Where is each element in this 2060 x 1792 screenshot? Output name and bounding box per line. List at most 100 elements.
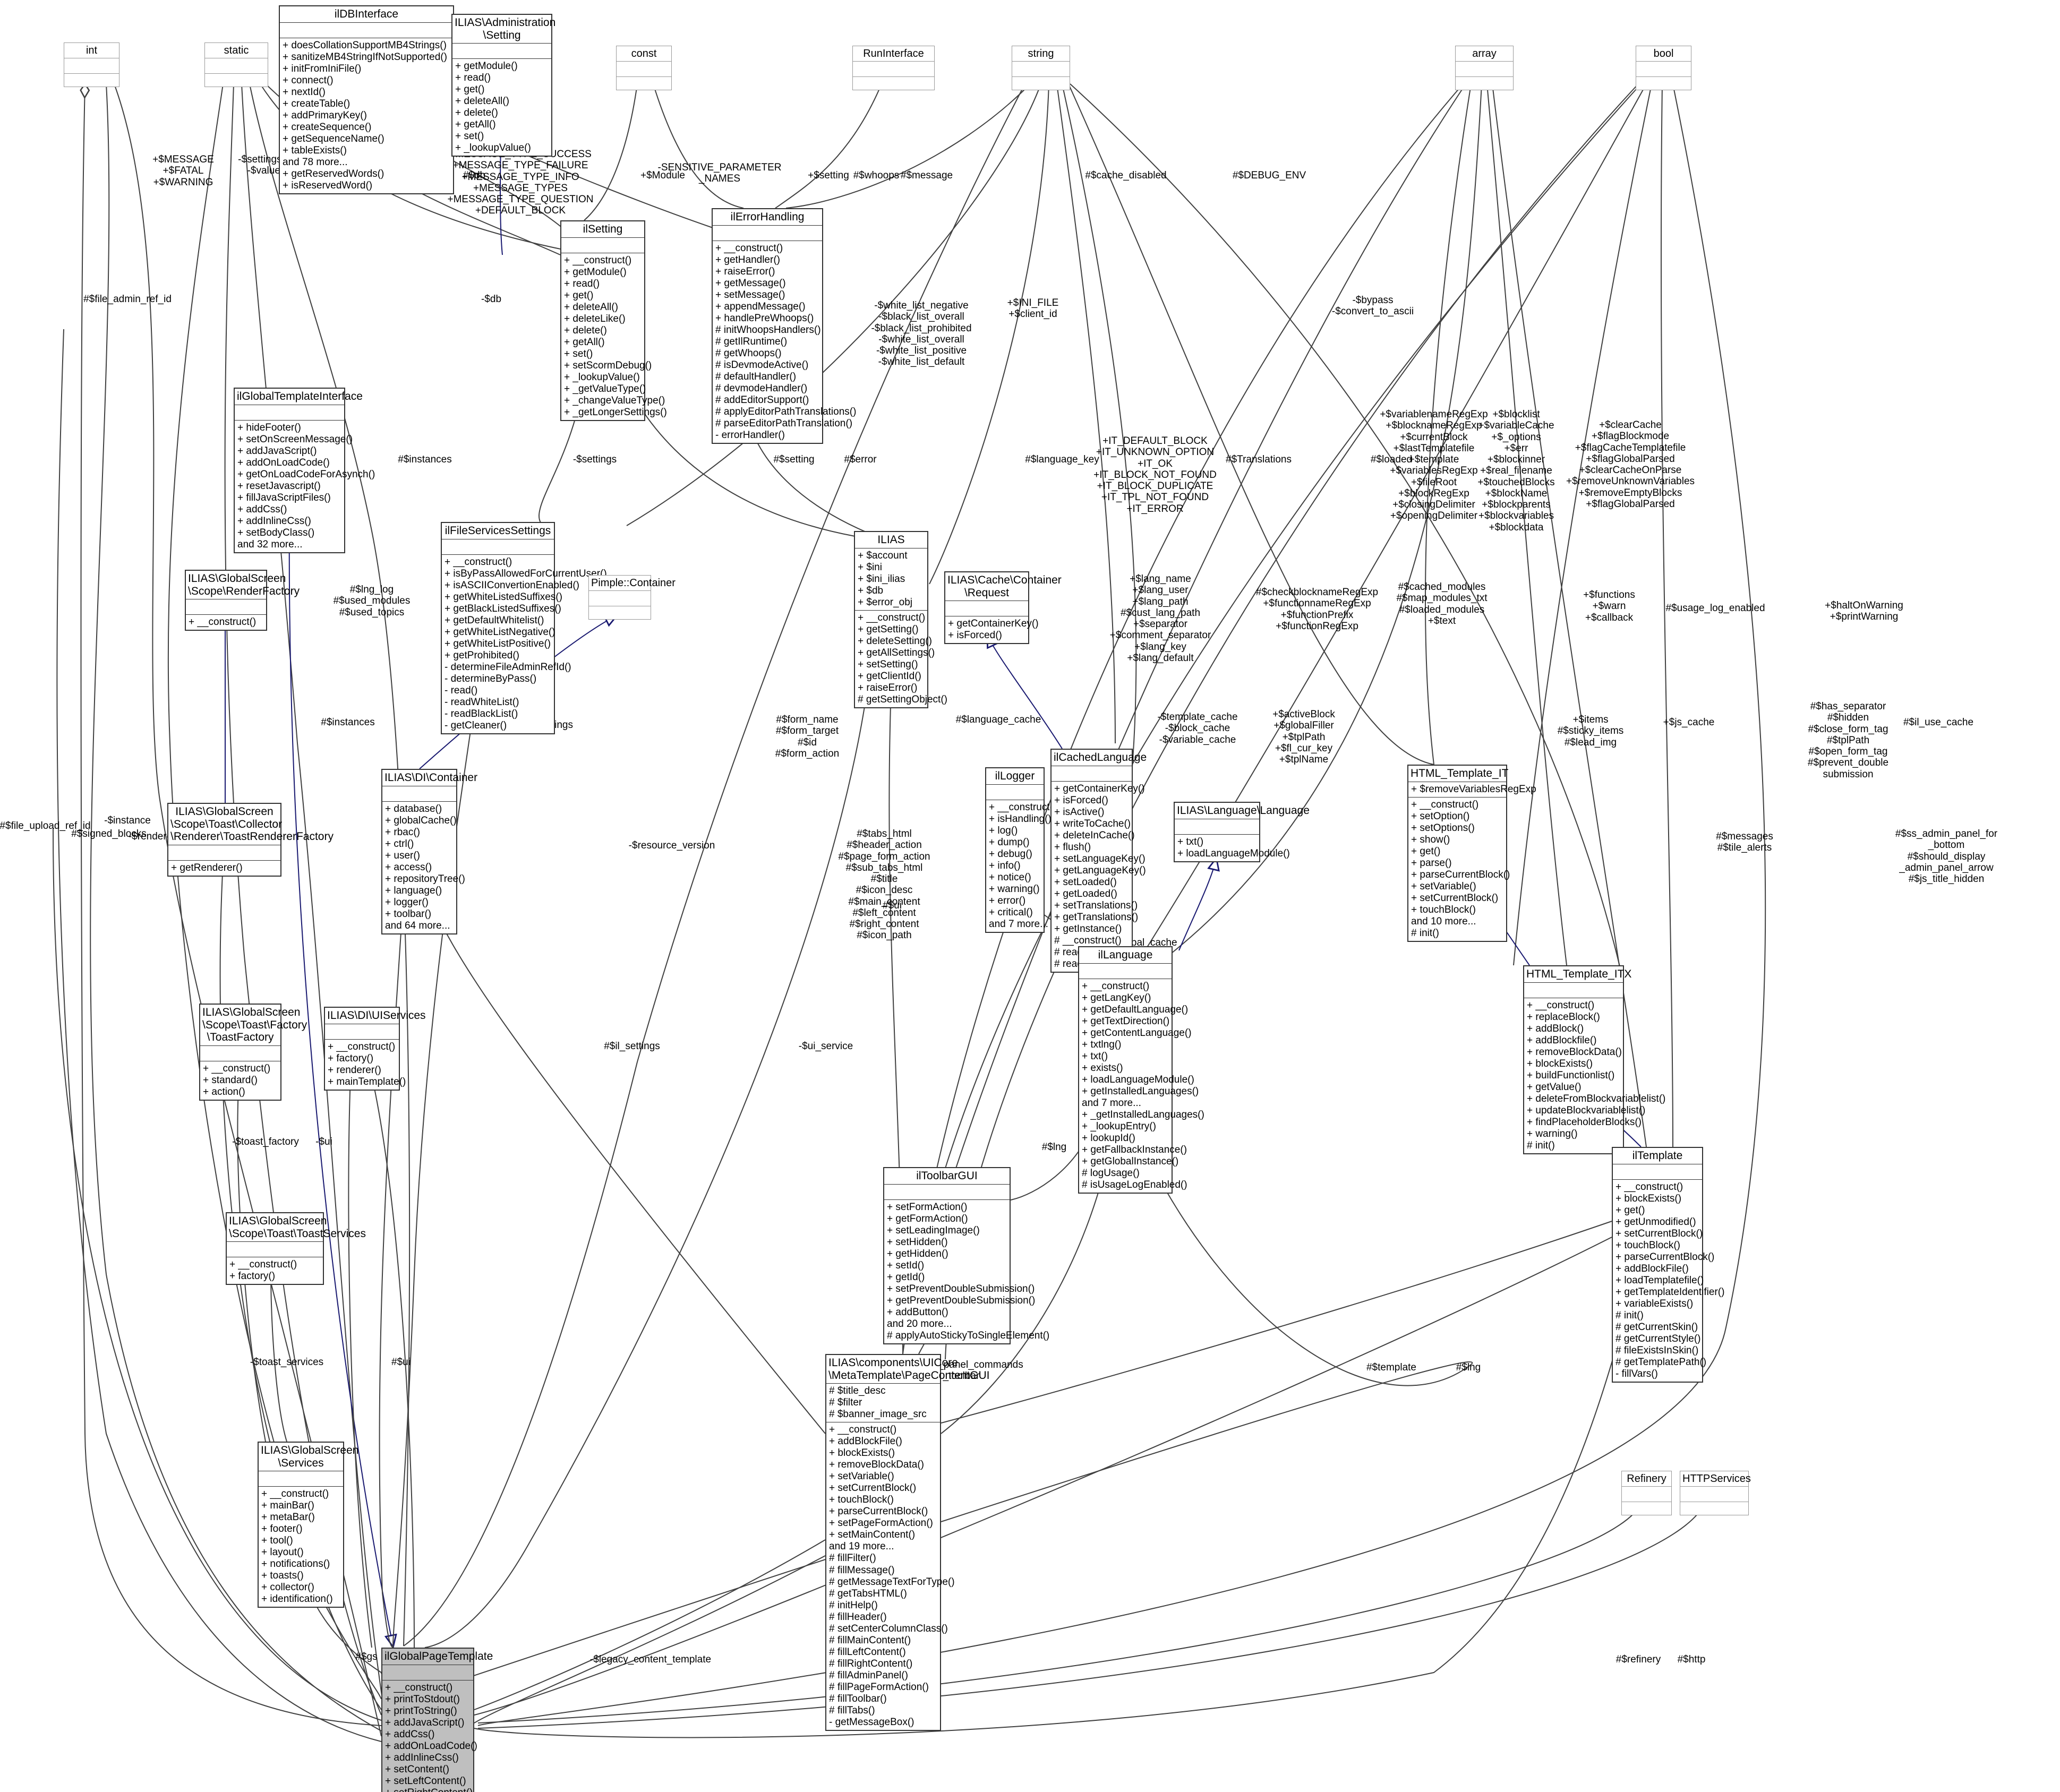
class-operation: + setLanguageKey() (1054, 853, 1146, 864)
class-node-ilCachedLanguage[interactable]: ilCachedLanguage+ getContainerKey()+ isF… (1050, 749, 1147, 973)
class-operation: + initFromIniFile() (283, 63, 362, 74)
class-node-HTML_Template_IT[interactable]: HTML_Template_IT+ $removeVariablesRegExp… (1407, 765, 1536, 942)
class-node-int[interactable]: int (64, 42, 119, 88)
class-operation: + updateBlockvariablelist() (1527, 1104, 1646, 1116)
class-operation: + factory() (328, 1052, 374, 1064)
class-operation: + parseCurrentBlock() (1411, 869, 1510, 880)
class-operation: + getLanguageKey() (1054, 864, 1146, 876)
class-operation: + setLeadingImage() (887, 1224, 980, 1236)
class-node-ILIAS_components_UICore_MetaTemplate_PageContentGUI[interactable]: ILIAS\components\UICore \MetaTemplate\Pa… (825, 1354, 990, 1731)
class-operation: + setOptions() (1411, 822, 1475, 834)
class-operation: # getMessageTextForType() (829, 1576, 955, 1588)
edge-label: #$file_upload_ref_id (0, 820, 91, 831)
class-node-ilGlobalPageTemplate[interactable]: ilGlobalPageTemplate+ __construct()+ pri… (381, 1648, 493, 1792)
class-operations: + __construct()+ blockExists()+ get()+ g… (1613, 1180, 1724, 1382)
class-node-ILIAS_Cache_Container_Request[interactable]: ILIAS\Cache\Container \Request + getConta… (944, 571, 1062, 645)
class-operation: # applyAutoStickyToSingleElement() (887, 1330, 1050, 1341)
class-operation: # logUsage() (1082, 1168, 1140, 1179)
class-attributes: + $account+ $ini+ $ini_ilias+ $db+ $erro… (855, 548, 927, 611)
class-operation: + toolbar() (385, 908, 432, 920)
class-operation: + setContent() (385, 1763, 449, 1775)
class-operation: + language() (385, 885, 442, 896)
class-node-array[interactable]: array (1455, 46, 1514, 91)
class-operations: + __construct()+ isByPassAllowedForCurre… (442, 555, 607, 733)
edge-label: +$js_cache (1663, 717, 1715, 728)
class-title: HTML_Template_IT (1408, 766, 1508, 782)
class-operation: # isUsageLogEnabled() (1082, 1179, 1187, 1191)
class-operation: + __construct() (858, 612, 926, 623)
class-node-const[interactable]: const (616, 46, 672, 91)
class-operation: - errorHandler() (715, 430, 785, 441)
class-attributes (853, 62, 934, 78)
class-operation: - fillVars() (1615, 1368, 1658, 1380)
class-operation: + deleteAll() (455, 96, 509, 107)
class-operation: + getLangKey() (1082, 992, 1151, 1004)
class-node-ilDBInterface[interactable]: ilDBInterface+ doesCollationSupportMB4St… (279, 5, 454, 194)
class-operation: + blockExists() (1527, 1058, 1593, 1069)
class-operation: + setVariable() (1411, 880, 1476, 892)
class-operation: + isForced() (948, 630, 1002, 641)
class-node-RunInterface[interactable]: RunInterface (852, 46, 935, 91)
class-attributes (884, 1185, 1010, 1200)
class-operation: + setMessage() (715, 289, 785, 301)
class-attribute: + $account (858, 550, 908, 561)
class-operation: + getContentLanguage() (1082, 1027, 1192, 1039)
class-node-ilGlobalTemplateInterface[interactable]: ilGlobalTemplateInterface+ hideFooter()+… (234, 388, 375, 553)
class-operation: # fillHeader() (829, 1611, 887, 1623)
class-node-ilErrorHandling[interactable]: ilErrorHandling+ __construct()+ getHandl… (712, 208, 856, 444)
class-operation: + notifications() (261, 1558, 330, 1570)
class-node-static[interactable]: static (204, 42, 268, 88)
class-operations: + hideFooter()+ setOnScreenMessage()+ ad… (235, 421, 375, 552)
class-operations: + __construct()+ getHandler()+ raiseErro… (713, 241, 856, 443)
edge-label: #$il_settings (604, 1041, 660, 1052)
class-operation: + notice() (989, 871, 1031, 883)
class-operations (1636, 77, 1691, 90)
class-operation: and 78 more... (283, 156, 348, 168)
class-node-ilTemplate[interactable]: ilTemplate+ __construct()+ blockExists()… (1612, 1147, 1724, 1383)
class-operation: + isByPassAllowedForCurrentUser() (445, 568, 607, 579)
class-title: ILIAS\DI\Container (382, 770, 477, 786)
class-operation: # parseEditorPathTranslation() (715, 417, 853, 429)
class-operation: and 10 more... (1411, 915, 1476, 927)
class-node-ILIAS_Administration_Setting[interactable]: ILIAS\Administration \Setting+ getModule… (451, 14, 555, 157)
class-operations (589, 606, 651, 619)
class-operation: + variableExists() (1615, 1298, 1694, 1309)
class-operation: + debug() (989, 848, 1032, 860)
class-node-ILIAS_GlobalScreen_Scope_Toast_ToastFactory[interactable]: ILIAS\GlobalScreen \Scope\Toast\Factory … (199, 1004, 307, 1101)
class-node-ilFileServicesSettings[interactable]: ilFileServicesSettings+ __construct()+ i… (441, 522, 607, 734)
class-node-ILIAS_DI_Container[interactable]: ILIAS\DI\Container+ database()+ globalCa… (381, 769, 477, 934)
class-operation: + deleteLike() (564, 313, 626, 324)
class-node-ilToolbarGUI[interactable]: ilToolbarGUI+ setFormAction()+ getFormAc… (883, 1167, 1050, 1344)
class-node-string[interactable]: string (1012, 46, 1070, 91)
class-operation: + getContainerKey() (948, 618, 1039, 630)
class-node-ILIAS_GlobalScreen_Scope_Toast_Collector_Renderer_ToastRendererFactory[interactable]: ILIAS\GlobalScreen \Scope\Toast\Collecto… (167, 803, 334, 877)
class-operation: + getWhiteListPositive() (445, 638, 551, 649)
class-node-HTTPServices[interactable]: HTTPServices (1680, 1471, 1751, 1516)
class-node-Pimple_Container[interactable]: Pimple::Container (588, 575, 676, 620)
class-operation: + setId() (887, 1259, 925, 1271)
class-operation: + isHandling() (989, 813, 1052, 825)
edge-label: +$clearCache +$flagBlockmode +$flagCache… (1566, 419, 1695, 510)
class-node-ILIAS_DI_UIServices[interactable]: ILIAS\DI\UIServices+ __construct()+ fact… (324, 1007, 426, 1091)
class-node-ILIAS[interactable]: ILIAS+ $account+ $ini+ $ini_ilias+ $db+ … (854, 531, 947, 708)
class-node-bool[interactable]: bool (1636, 46, 1691, 91)
class-operation: + writeToCache() (1054, 818, 1131, 829)
class-node-ILIAS_GlobalScreen_Scope_Toast_ToastServices[interactable]: ILIAS\GlobalScreen \Scope\Toast\ToastSer… (226, 1212, 366, 1285)
class-attributes (1680, 1487, 1748, 1503)
class-node-ILIAS_Language_Language[interactable]: ILIAS\Language\Language+ txt()+ loadLang… (1174, 802, 1310, 862)
class-operation: + isActive() (1054, 806, 1105, 818)
class-node-HTML_Template_ITX[interactable]: HTML_Template_ITX+ __construct()+ replac… (1523, 965, 1665, 1154)
class-node-ILIAS_GlobalScreen_Services[interactable]: ILIAS\GlobalScreen \Services+ __construc… (258, 1442, 358, 1608)
class-node-ilSetting[interactable]: ilSetting+ __construct()+ getModule()+ r… (560, 220, 667, 421)
class-operations (617, 77, 671, 90)
class-operations (1622, 1502, 1671, 1515)
class-operation: + standard() (203, 1074, 258, 1086)
class-node-ilLanguage[interactable]: ilLanguage+ __construct()+ getLangKey()+… (1078, 946, 1204, 1194)
class-operation: + get() (1411, 845, 1441, 857)
class-operation: + _lookupEntry() (1082, 1120, 1156, 1132)
class-attribute: + $ini (858, 561, 882, 573)
class-node-Refinery[interactable]: Refinery (1621, 1471, 1672, 1516)
class-node-ILIAS_GlobalScreen_Scope_RenderFactory[interactable]: ILIAS\GlobalScreen \Scope\RenderFactory+… (185, 570, 300, 631)
class-node-ilLogger[interactable]: ilLogger+ __construct()+ isHandling()+ l… (985, 767, 1056, 933)
class-title: ILIAS\Cache\Container \Request (945, 572, 1062, 602)
